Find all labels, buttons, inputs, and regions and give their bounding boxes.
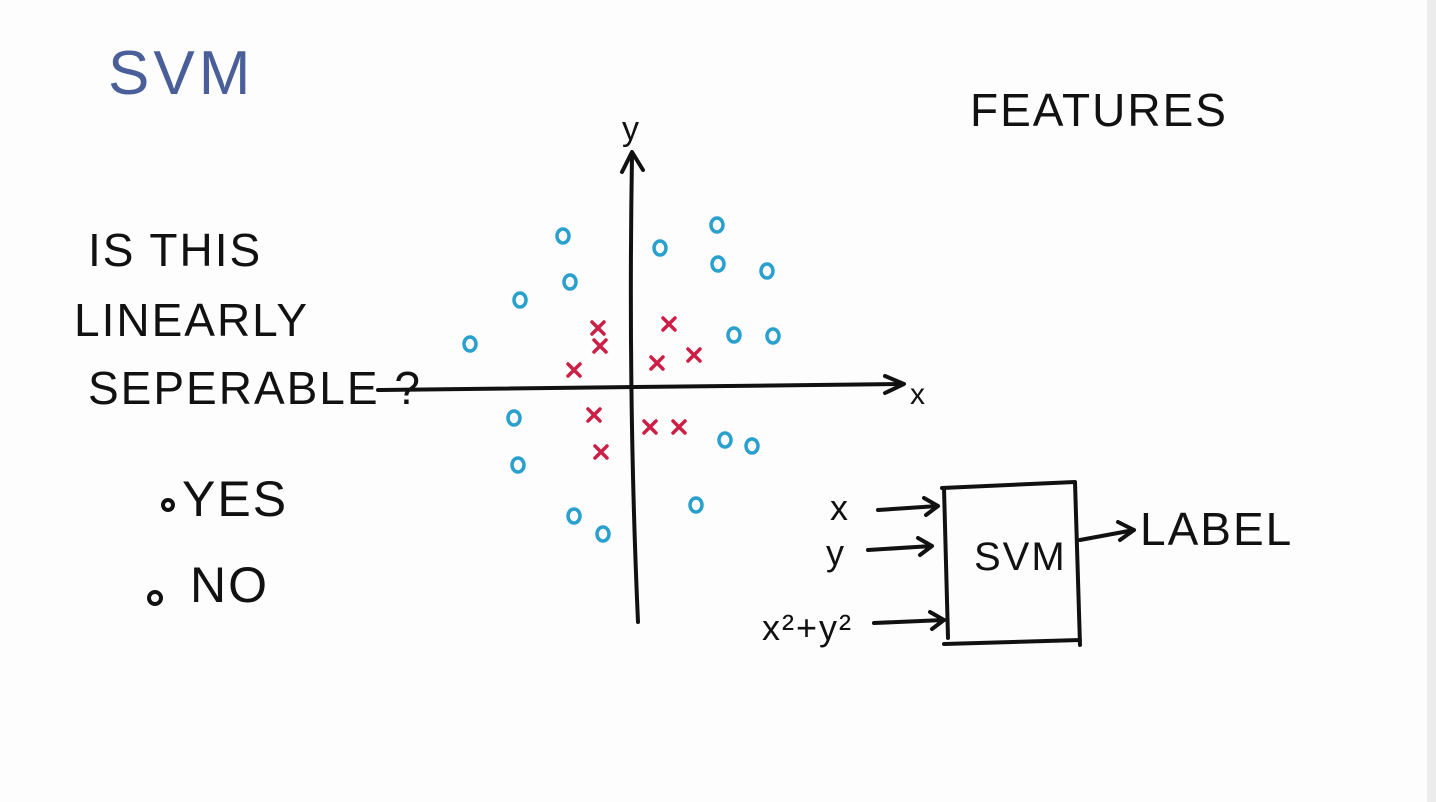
cross-point (590, 320, 606, 336)
circle-point (566, 507, 582, 525)
title: SVM (108, 39, 254, 108)
circle-point (510, 456, 526, 474)
y-axis-label: y (622, 110, 641, 148)
input-y: y (826, 532, 846, 573)
option-no-label: NO (190, 557, 269, 613)
cross-point (661, 316, 677, 332)
question-line-1: IS THIS (88, 224, 262, 276)
circle-point (595, 525, 611, 543)
svm-box-label: SVM (974, 535, 1067, 579)
cross-point (592, 338, 608, 354)
circle-point (506, 409, 522, 427)
input-x2y2: x²+y² (762, 607, 853, 648)
features-heading: FEATURES (970, 84, 1228, 136)
x-axis (376, 382, 904, 392)
circle-point (555, 227, 571, 245)
circle-point (726, 326, 742, 344)
svm-box (940, 480, 1082, 647)
circle-point (709, 216, 725, 234)
circle-point (765, 327, 781, 345)
arrow-y (866, 536, 934, 557)
option-yes-label: YES (182, 471, 288, 527)
radio-yes[interactable] (161, 498, 175, 512)
circle-point (688, 496, 704, 514)
arrow-output (1078, 520, 1136, 542)
cross-point (671, 419, 687, 435)
cross-point (566, 362, 582, 378)
cross-point (686, 347, 702, 363)
circle-point (717, 431, 733, 449)
circle-point (759, 262, 775, 280)
circle-point (744, 437, 760, 455)
input-x: x (830, 487, 850, 528)
right-edge (1427, 0, 1436, 802)
cross-point (593, 444, 609, 460)
circle-point (562, 273, 578, 291)
scatter-points (462, 216, 781, 543)
arrow-x (876, 496, 940, 517)
x-axis-label: x (910, 378, 927, 411)
y-axis-arrowhead (620, 150, 645, 174)
output-label: LABEL (1140, 503, 1293, 555)
cross-point (586, 407, 602, 423)
y-axis (628, 153, 640, 624)
circle-point (462, 335, 478, 353)
question-line-3: SEPERABLE ? (88, 362, 422, 414)
radio-no[interactable] (147, 590, 163, 606)
cross-point (649, 355, 665, 371)
cross-point (642, 419, 658, 435)
x-axis-arrowhead (883, 374, 906, 395)
circle-point (710, 255, 726, 273)
arrow-x2y2 (872, 610, 946, 631)
circle-point (512, 291, 528, 309)
circle-point (652, 239, 668, 257)
question-line-2: LINEARLY (74, 294, 309, 346)
